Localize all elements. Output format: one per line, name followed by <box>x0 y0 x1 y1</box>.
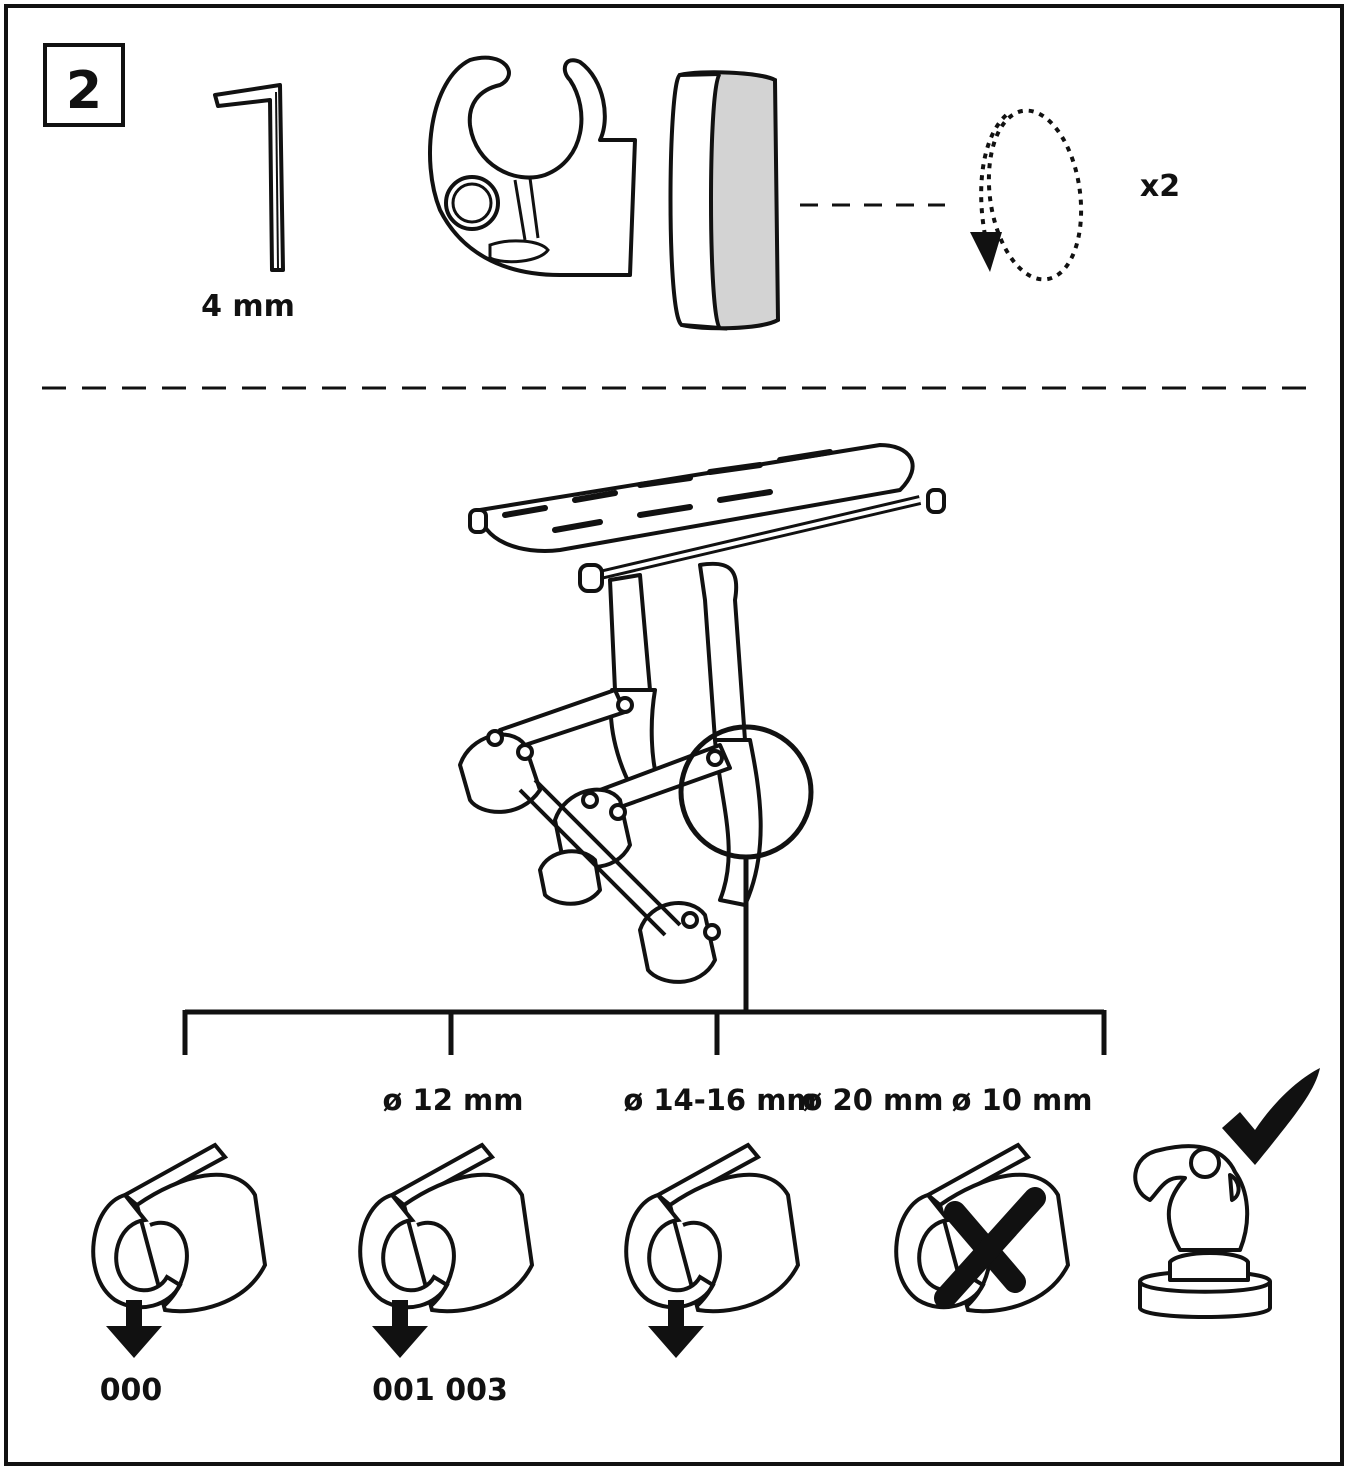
adapter-sleeve-2 <box>358 1143 534 1314</box>
check-mark-icon <box>1222 1068 1320 1165</box>
adapter-5-diameter: ø 10 mm <box>952 1083 1093 1117</box>
clamp-with-pad-icon <box>428 55 781 331</box>
adapter-2-part-number: 001 003 <box>372 1373 508 1408</box>
down-arrow-icon <box>648 1300 704 1358</box>
bike-rack-illustration <box>458 443 946 984</box>
step-number-box: 2 <box>43 43 125 127</box>
hex-key-icon <box>213 83 285 272</box>
quantity-label: x2 <box>1140 169 1180 204</box>
adapter-3-diameter: ø 14-16 mm <box>623 1083 816 1117</box>
adapter-4-diameter: ø 20 mm <box>803 1083 944 1117</box>
adapter-sleeve-3 <box>624 1143 800 1314</box>
hex-key-size-label: 4 mm <box>201 289 295 324</box>
down-arrow-icon <box>106 1300 162 1358</box>
adapter-1-part-number: 000 <box>100 1373 163 1408</box>
branch-connector <box>182 857 1107 1055</box>
step-number: 2 <box>66 61 102 121</box>
clamp-correct-icon <box>1133 1144 1273 1319</box>
cross-mark-icon <box>934 1187 1046 1309</box>
adapter-sleeve-1 <box>91 1143 267 1314</box>
down-arrow-icon <box>372 1300 428 1358</box>
adapter-2-diameter: ø 12 mm <box>383 1083 524 1117</box>
page-frame <box>4 4 1344 1466</box>
rotate-counterclockwise-icon <box>970 108 1084 282</box>
